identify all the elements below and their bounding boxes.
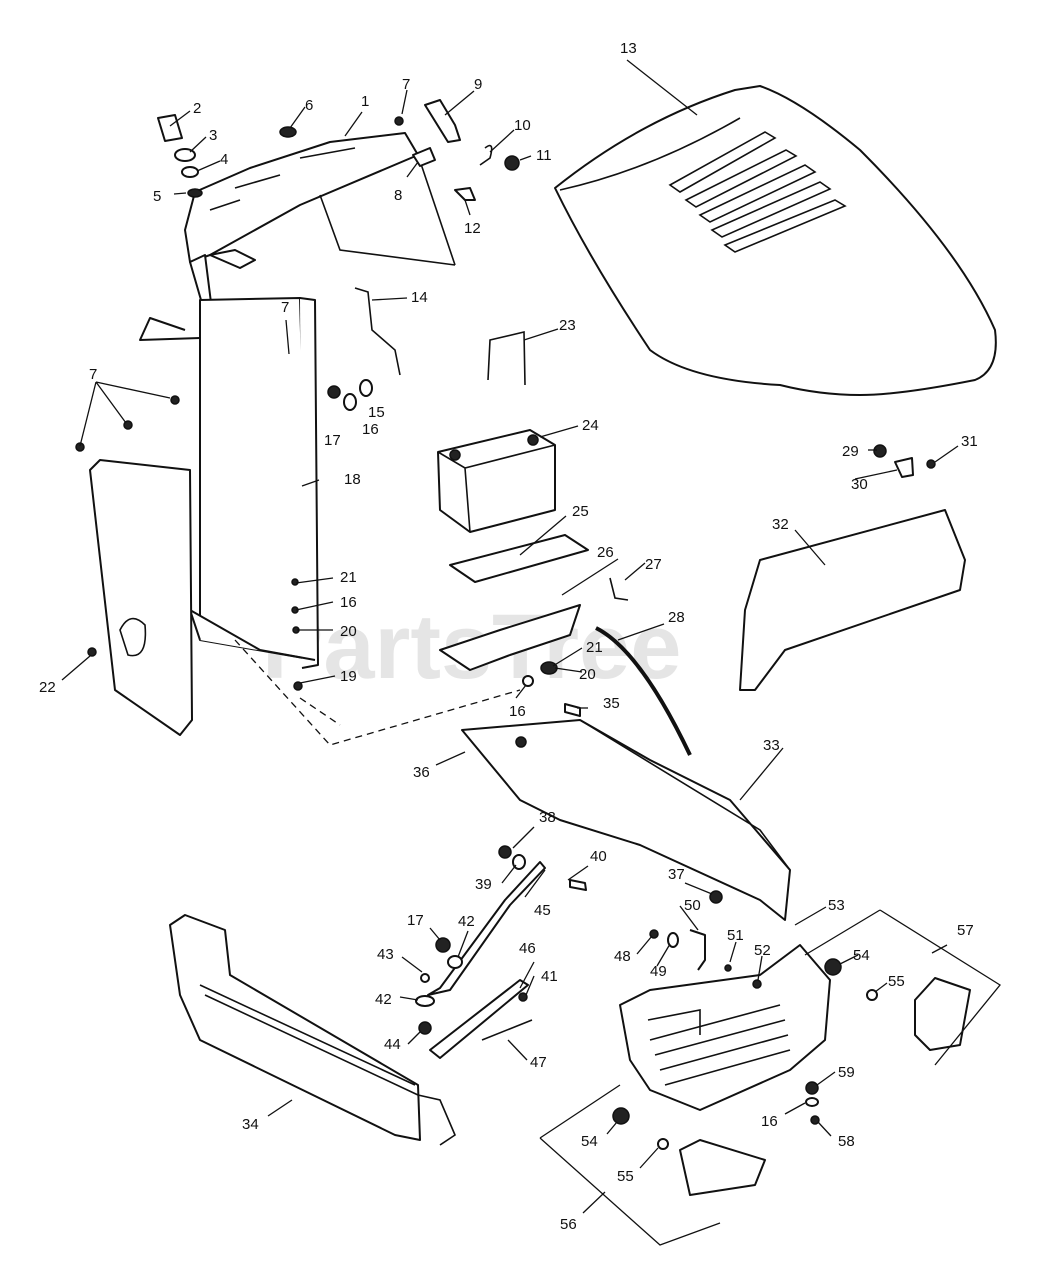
callout: 17 bbox=[407, 912, 424, 929]
callout: 41 bbox=[541, 968, 558, 985]
callout: 18 bbox=[344, 471, 361, 488]
callout: 21 bbox=[586, 639, 603, 656]
callout: 55 bbox=[888, 973, 905, 990]
part-nut bbox=[327, 385, 341, 399]
dashed-leader bbox=[234, 639, 521, 746]
callout: 27 bbox=[645, 556, 662, 573]
callout: 52 bbox=[754, 942, 771, 959]
callout: 49 bbox=[650, 963, 667, 980]
callout: 9 bbox=[474, 76, 482, 93]
callout: 24 bbox=[582, 417, 599, 434]
callout: 8 bbox=[394, 187, 402, 204]
callout: 45 bbox=[534, 902, 551, 919]
callout: 19 bbox=[340, 668, 357, 685]
callout: 6 bbox=[305, 97, 313, 114]
callout: 31 bbox=[961, 433, 978, 450]
callout: 55 bbox=[617, 1168, 634, 1185]
leader-lines bbox=[61, 59, 1001, 1246]
callout: 43 bbox=[377, 946, 394, 963]
part-hood bbox=[554, 85, 997, 396]
callout: 16 bbox=[362, 421, 379, 438]
part-bracket bbox=[894, 457, 914, 478]
callout: 20 bbox=[579, 666, 596, 683]
callout: 16 bbox=[340, 594, 357, 611]
callout: 42 bbox=[375, 991, 392, 1008]
callout: 32 bbox=[772, 516, 789, 533]
callout: 54 bbox=[853, 947, 870, 964]
part-grille bbox=[612, 890, 971, 1196]
part-side-cover bbox=[739, 509, 966, 691]
part-washer bbox=[343, 393, 357, 411]
callout: 25 bbox=[572, 503, 589, 520]
callout: 37 bbox=[668, 866, 685, 883]
callout: 1 bbox=[361, 93, 369, 110]
callout: 4 bbox=[220, 151, 228, 168]
callout: 7 bbox=[402, 76, 410, 93]
callout: 36 bbox=[413, 764, 430, 781]
callout: 47 bbox=[530, 1054, 547, 1071]
callout: 54 bbox=[581, 1133, 598, 1150]
callout: 16 bbox=[761, 1113, 778, 1130]
callout: 7 bbox=[281, 299, 289, 316]
callout-labels: 1 2 3 4 5 6 7 7 7 8 9 10 11 12 13 14 15 … bbox=[39, 40, 978, 1233]
part-grille-housing bbox=[461, 703, 791, 921]
callout: 44 bbox=[384, 1036, 401, 1053]
part-side-panel bbox=[139, 297, 319, 669]
callout: 48 bbox=[614, 948, 631, 965]
part-battery-mat bbox=[449, 534, 589, 583]
part-bumper bbox=[169, 914, 456, 1146]
callout: 56 bbox=[560, 1216, 577, 1233]
callout: 14 bbox=[411, 289, 428, 306]
part-washer bbox=[522, 675, 534, 687]
part-nut bbox=[540, 661, 558, 675]
part-bracket bbox=[609, 577, 629, 601]
callout: 40 bbox=[590, 848, 607, 865]
callout: 46 bbox=[519, 940, 536, 957]
callout: 38 bbox=[539, 809, 556, 826]
part-battery bbox=[437, 429, 556, 533]
callout: 39 bbox=[475, 876, 492, 893]
callout: 3 bbox=[209, 127, 217, 144]
callout: 13 bbox=[620, 40, 637, 57]
callout: 2 bbox=[193, 100, 201, 117]
callout: 15 bbox=[368, 404, 385, 421]
part-front-panel bbox=[89, 459, 193, 736]
part-battery-tray bbox=[439, 604, 581, 671]
callout: 57 bbox=[957, 922, 974, 939]
callout: 21 bbox=[340, 569, 357, 586]
callout: 51 bbox=[727, 927, 744, 944]
part-nut bbox=[873, 444, 887, 458]
callout: 50 bbox=[684, 897, 701, 914]
callout: 20 bbox=[340, 623, 357, 640]
part-washer bbox=[359, 379, 373, 397]
part-rod bbox=[354, 287, 401, 376]
callout: 33 bbox=[763, 737, 780, 754]
callout: 26 bbox=[597, 544, 614, 561]
part-battery-strap bbox=[487, 330, 526, 386]
callout: 35 bbox=[603, 695, 620, 712]
callout: 5 bbox=[153, 188, 161, 205]
callout: 30 bbox=[851, 476, 868, 493]
callout: 42 bbox=[458, 913, 475, 930]
part-cable bbox=[595, 626, 692, 756]
callout: 28 bbox=[668, 609, 685, 626]
callout: 12 bbox=[464, 220, 481, 237]
callout: 53 bbox=[828, 897, 845, 914]
callout: 7 bbox=[89, 366, 97, 383]
part-linkage bbox=[415, 845, 587, 1059]
callout: 23 bbox=[559, 317, 576, 334]
callout: 34 bbox=[242, 1116, 259, 1133]
callout: 17 bbox=[324, 432, 341, 449]
callout: 16 bbox=[509, 703, 526, 720]
callout: 59 bbox=[838, 1064, 855, 1081]
callout: 22 bbox=[39, 679, 56, 696]
callout: 10 bbox=[514, 117, 531, 134]
part-bolt bbox=[926, 459, 936, 469]
callout: 58 bbox=[838, 1133, 855, 1150]
callout: 29 bbox=[842, 443, 859, 460]
callout: 11 bbox=[536, 147, 552, 164]
